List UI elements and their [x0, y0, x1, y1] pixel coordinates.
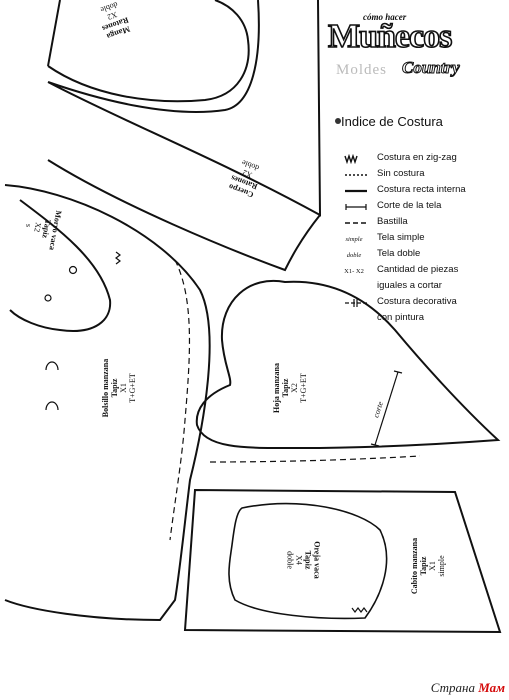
cabito-piece-outline: [183, 488, 502, 634]
zigzag-mark-morro: [115, 251, 121, 265]
legend-symbol-text: simple: [345, 236, 363, 243]
legend-title: Indice de Costura: [341, 114, 443, 129]
legend-label-line2: con pintura: [377, 312, 425, 323]
legend-row: doble Tela doble: [335, 248, 505, 264]
legend-label-line2: iguales a cortar: [377, 280, 442, 291]
half-circle-mark: [45, 401, 59, 411]
legend-label: Corte de la tela: [377, 200, 442, 211]
hoja-piece-outline: [195, 279, 501, 450]
bolsillo-piece-outline: [4, 184, 211, 622]
watermark: Страна Мам: [430, 680, 505, 695]
eye-mark: [68, 265, 78, 275]
legend-label: Cantidad de piezas: [377, 264, 459, 275]
legend-row: Sin costura: [335, 168, 505, 184]
corte-line: [374, 371, 399, 446]
legend-row: Corte de la tela: [335, 200, 505, 216]
solid-line-icon: [345, 189, 367, 193]
legend-row: Costura decorativa con pintura: [335, 296, 505, 326]
legend-row: Costura en zig-zag: [335, 152, 505, 168]
dotted-line-icon: [345, 174, 367, 176]
logo: cómo hacer Muñecos Moldes Country: [318, 6, 498, 86]
logo-subtitle: cómo hacer: [363, 12, 407, 22]
legend-label: Bastilla: [377, 216, 408, 227]
legend-symbol-text: X1- X2: [344, 268, 364, 275]
legend-row: Costura recta interna: [335, 184, 505, 200]
half-circle-mark: [45, 361, 59, 371]
hoja-seam-line: [209, 455, 421, 463]
bolsillo-seam-line: [169, 259, 191, 541]
logo-moldes: Moldes: [336, 62, 387, 78]
dash-line-icon: [345, 222, 367, 224]
legend-row: X1- X2 Cantidad de piezas iguales a cort…: [335, 264, 505, 294]
legend-row: Bastilla: [335, 216, 505, 232]
legend-label: Sin costura: [377, 168, 425, 179]
logo-title: Muñecos: [327, 17, 453, 56]
zigzag-mark-oreja: [351, 607, 368, 613]
zigzag-icon: [344, 154, 358, 164]
decorative-seam-icon: [345, 299, 367, 307]
legend-label: Costura decorativa: [377, 296, 457, 307]
legend-symbol-text: doble: [346, 252, 362, 259]
bullet-icon: [335, 118, 341, 124]
legend-label: Costura en zig-zag: [377, 152, 457, 163]
eye-mark: [44, 294, 52, 302]
morro-piece-outline: [9, 199, 112, 332]
cut-line-icon: [345, 204, 367, 210]
manga-piece-outline: [47, 0, 250, 103]
legend-label: Tela simple: [377, 232, 425, 243]
logo-country: Country: [402, 58, 461, 78]
cuerpo-piece-outline: [47, 0, 322, 272]
oreja-piece-outline: [228, 502, 388, 620]
legend-label: Costura recta interna: [377, 184, 466, 195]
legend-label: Tela doble: [377, 248, 421, 259]
legend-row: simple Tela simple: [335, 232, 505, 248]
